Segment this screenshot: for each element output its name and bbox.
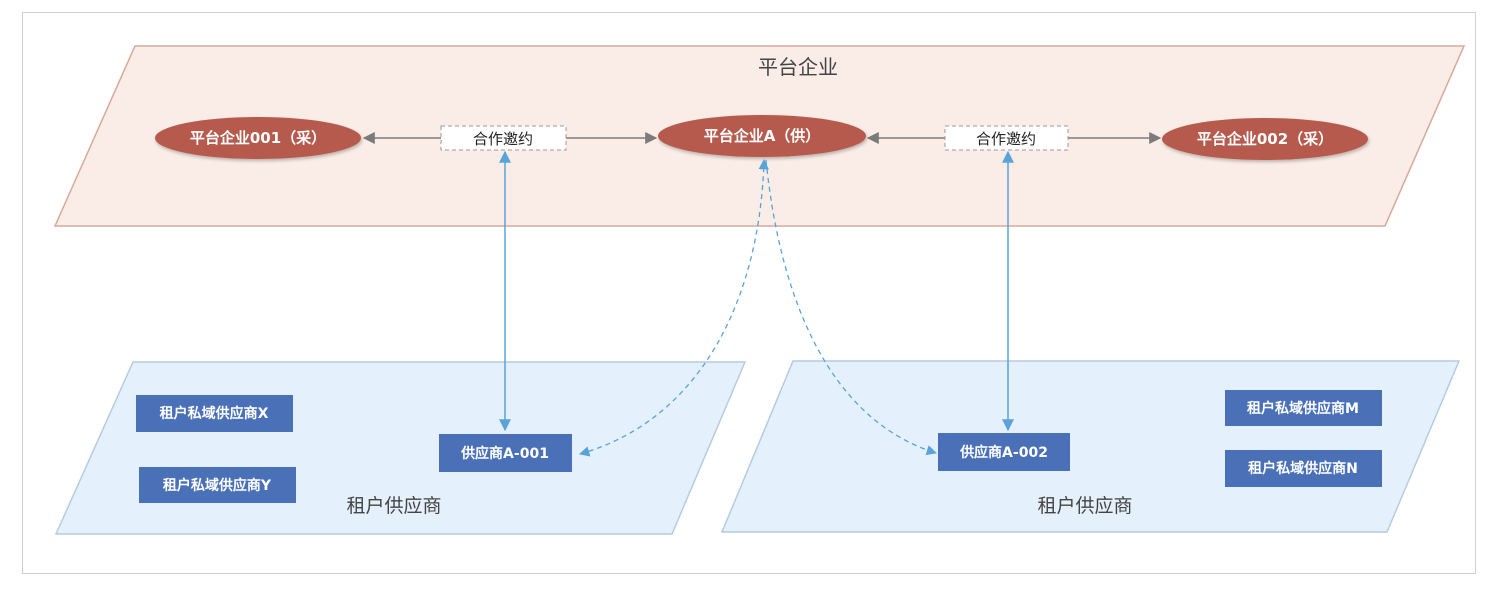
dashed-arrow-node-a-to-supplier-a002 [765,159,937,456]
platform-node-a-label: 平台企业A（供） [704,127,821,145]
private-supplier-y [139,467,296,503]
tenant-title-right: 租户供应商 [1037,495,1132,517]
invite-label-right: 合作邀约 [976,130,1036,148]
platform-node-001-label: 平台企业001（采） [190,129,326,147]
supplier-a001-label: 供应商A-001 [460,445,549,462]
supplier-a001 [439,434,572,472]
invite-box-left [440,125,567,151]
platform-node-002-label: 平台企业002（采） [1197,130,1333,148]
dashed-arrow-supplier-a001-to-node-a [578,158,769,457]
tenant-title-left: 租户供应商 [346,495,441,517]
private-supplier-n [1225,450,1382,487]
private-supplier-m [1225,390,1382,426]
diagram-frame [22,12,1476,574]
platform-node-a [658,115,866,157]
private-supplier-x [136,395,293,432]
platform-node-002 [1162,118,1368,160]
supplier-a002 [938,433,1070,471]
supplier-a002-label: 供应商A-002 [959,444,1048,461]
platform-node-001 [155,117,361,159]
platform-title: 平台企业 [758,55,838,79]
private-supplier-n-label: 租户私域供应商N [1248,460,1358,477]
private-supplier-y-label: 租户私域供应商Y [163,477,272,494]
private-supplier-x-label: 租户私域供应商X [160,405,269,422]
private-supplier-m-label: 租户私域供应商M [1247,400,1359,417]
invite-box-right [944,125,1069,151]
invite-label-left: 合作邀约 [473,130,533,148]
